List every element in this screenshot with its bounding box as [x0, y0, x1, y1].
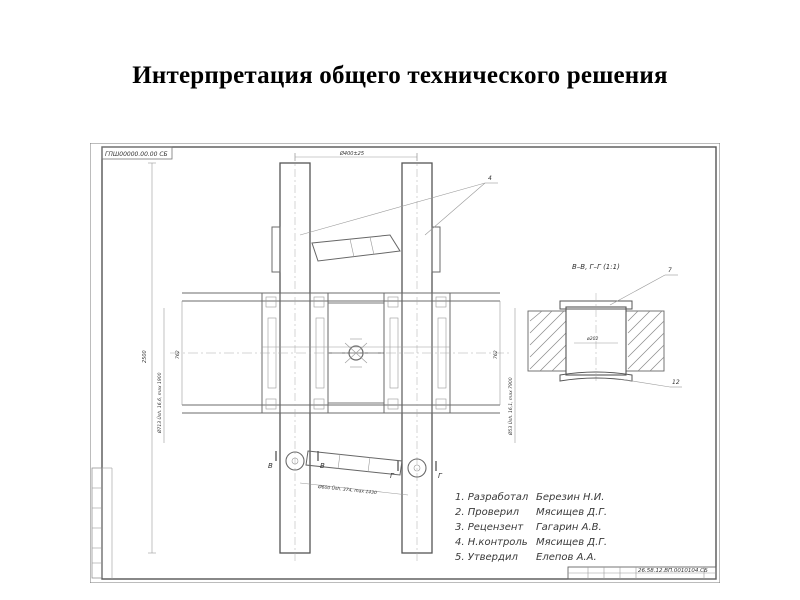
signature-role: 1. Разработал	[455, 491, 529, 503]
dim-left-inner: Ø713 Ûsh. 16,6, max 1900	[156, 372, 163, 434]
callout-12: 12	[672, 379, 680, 386]
section-view: В–В, Г–Г (1:1) ø202	[527, 263, 682, 388]
section-markers: В В Г Г	[268, 451, 443, 480]
section-mark-v-left: В	[268, 462, 273, 470]
signature-role: 5. Утвердил	[455, 552, 518, 563]
right-pivot-joint	[407, 458, 427, 478]
signature-name: Гагарин А.В.	[536, 522, 602, 533]
slide-title: Интерпретация общего технического решени…	[132, 62, 668, 89]
dim-right-inner: Ø53 Ûsh. 16,1, max 7900	[507, 377, 514, 436]
signature-role: 2. Проверил	[455, 507, 520, 518]
dim-mid-span: 762	[175, 350, 181, 359]
side-revision-column	[91, 467, 113, 579]
signature-name: Мясищев Д.Г.	[536, 507, 607, 518]
section-mark-g-left: Г	[390, 472, 395, 480]
section-view-label: В–В, Г–Г (1:1)	[572, 263, 620, 271]
signature-list: 1. Разработал Березин Н.И. 2. Проверил М…	[455, 491, 607, 563]
signature-role: 3. Рецензент	[455, 522, 524, 533]
left-pivot-joint	[285, 451, 305, 471]
callout-4: 4	[299, 175, 498, 236]
signature-name: Мясищев Д.Г.	[536, 537, 607, 548]
signature-name: Березин Н.И.	[536, 492, 604, 503]
signature-name: Елепов А.А.	[536, 552, 597, 563]
dim-right-span: 762	[493, 350, 499, 359]
signature-role: 4. Н.контроль	[455, 537, 528, 548]
svg-text:4: 4	[488, 175, 492, 182]
technical-drawing: ГПШ00000.00.00 СБ	[90, 143, 720, 583]
title-block: 26.58.12.ВП.0010104.СБ	[567, 566, 717, 580]
section-mark-v-right: В	[320, 462, 325, 470]
top-stamp-box	[101, 146, 173, 160]
sheet-frame	[101, 146, 717, 580]
top-stamp-text: ГПШ00000.00.00 СБ	[105, 151, 168, 158]
drawing-sheet: ГПШ00000.00.00 СБ	[90, 143, 720, 583]
dim-left-height: 2500	[142, 350, 148, 363]
section-mark-g-right: Г	[438, 472, 443, 480]
callout-7: 7	[668, 267, 672, 274]
section-diameter: ø202	[586, 336, 598, 342]
main-assembly-view	[170, 153, 510, 563]
title-block-code: 26.58.12.ВП.0010104.СБ	[638, 568, 708, 574]
dim-top-width: Ø400±25	[339, 150, 364, 157]
